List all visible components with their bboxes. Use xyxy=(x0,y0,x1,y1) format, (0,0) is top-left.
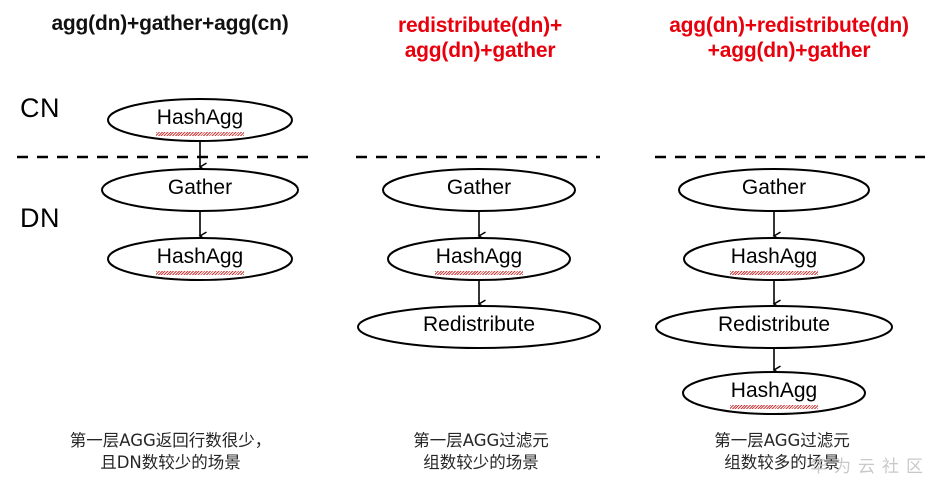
column-caption-1-line-1: 第一层AGG返回行数很少， xyxy=(69,431,272,450)
node-redistribute-col3-2[interactable] xyxy=(655,305,893,349)
column-title-2: redistribute(dn)+ agg(dn)+gather xyxy=(352,14,608,64)
column-caption-2: 第一层AGG过滤元 组数较少的场景 xyxy=(350,430,612,475)
node-hashagg-col3-3[interactable] xyxy=(682,371,866,415)
column-caption-3-line-2: 组数较多的场景 xyxy=(724,453,840,473)
node-hashagg-col2-1[interactable] xyxy=(387,237,571,281)
column-caption-1: 第一层AGG返回行数很少， 且DN数较少的场景 xyxy=(8,430,333,475)
zone-label-cn: CN xyxy=(20,93,60,123)
node-hashagg-col1-2[interactable] xyxy=(107,237,293,281)
edge-layer xyxy=(198,141,781,375)
node-hashagg-col1-0[interactable] xyxy=(107,98,293,142)
node-gather-col1-1[interactable] xyxy=(101,168,299,212)
column-title-1-line-1: agg(dn)+gather+agg(cn) xyxy=(51,12,289,35)
column-caption-3: 第一层AGG过滤元 组数较多的场景 xyxy=(632,430,932,475)
column-title-1: agg(dn)+gather+agg(cn) xyxy=(10,12,330,37)
column-caption-1-line-2: 且DN数较少的场景 xyxy=(100,453,241,473)
column-caption-2-line-1: 第一层AGG过滤元 xyxy=(413,431,549,450)
column-title-2-line-2: agg(dn)+gather xyxy=(404,38,556,62)
node-gather-col2-0[interactable] xyxy=(382,168,576,212)
column-caption-3-line-1: 第一层AGG过滤元 xyxy=(714,431,850,450)
column-title-3: agg(dn)+redistribute(dn) +agg(dn)+gather xyxy=(634,14,944,64)
column-title-3-line-1: agg(dn)+redistribute(dn) xyxy=(669,14,909,37)
column-title-3-line-2: +agg(dn)+gather xyxy=(707,38,871,62)
column-caption-2-line-2: 组数较少的场景 xyxy=(423,453,539,473)
column-title-2-line-1: redistribute(dn)+ xyxy=(397,14,563,37)
node-redistribute-col2-2[interactable] xyxy=(357,305,601,349)
node-layer xyxy=(101,98,893,415)
node-hashagg-col3-1[interactable] xyxy=(683,237,865,281)
zone-label-dn: DN xyxy=(20,203,60,233)
node-gather-col3-0[interactable] xyxy=(678,168,870,212)
